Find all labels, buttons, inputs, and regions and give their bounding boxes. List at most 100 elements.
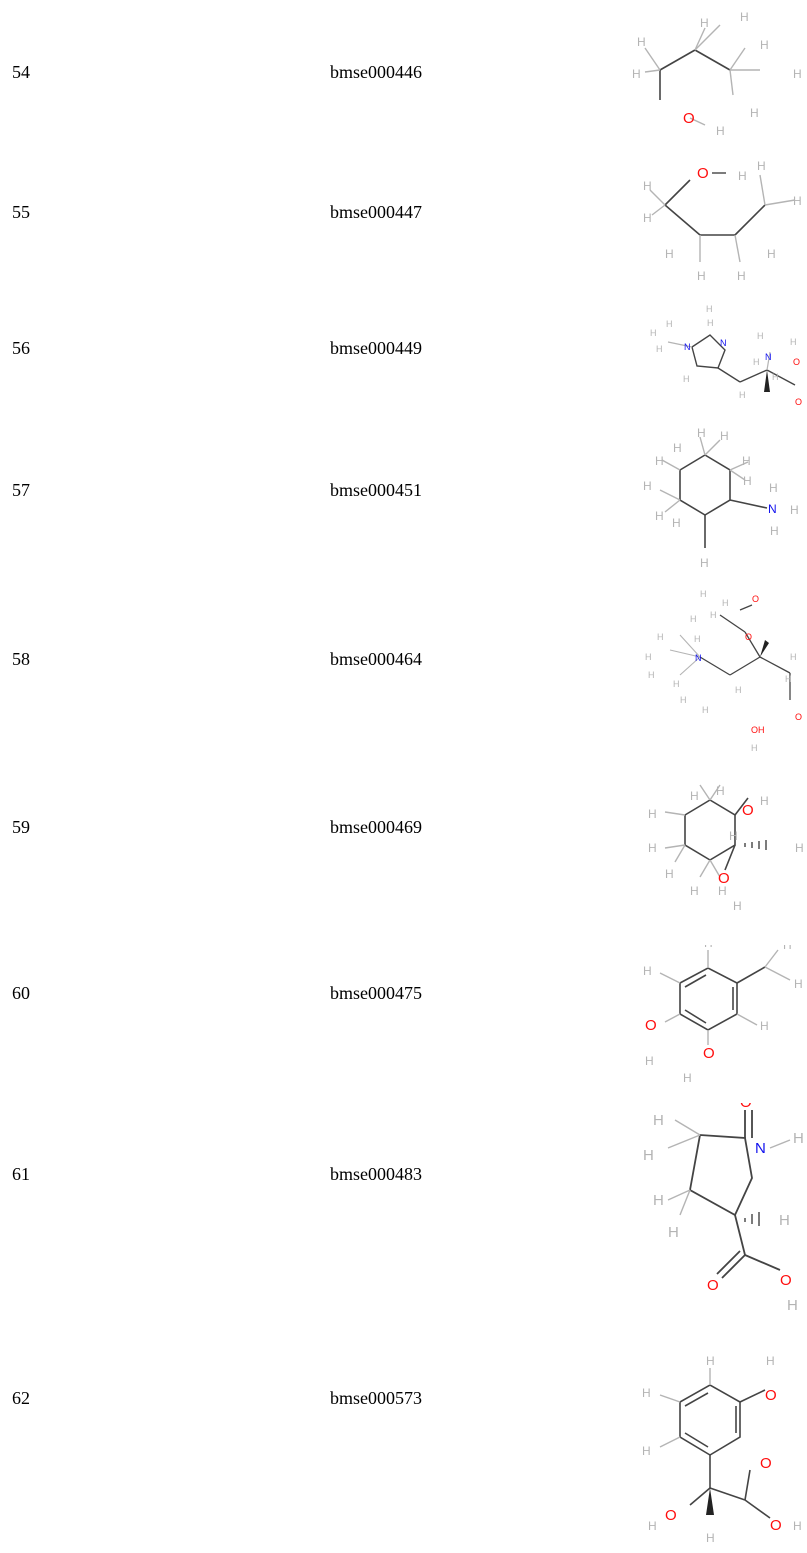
svg-text:O: O: [795, 712, 802, 722]
svg-text:H: H: [787, 1297, 798, 1313]
svg-text:H: H: [645, 652, 652, 662]
svg-text:H: H: [760, 1019, 769, 1033]
svg-text:O: O: [745, 632, 752, 642]
svg-text:H: H: [668, 1224, 679, 1241]
svg-text:H: H: [643, 1147, 654, 1164]
svg-text:H: H: [760, 794, 769, 808]
svg-text:H: H: [648, 807, 657, 821]
svg-text:H: H: [655, 454, 664, 468]
svg-text:H: H: [653, 1192, 664, 1209]
svg-text:H: H: [690, 614, 697, 624]
svg-text:H: H: [739, 390, 746, 400]
svg-text:H: H: [770, 524, 779, 538]
svg-text:H: H: [672, 516, 681, 530]
svg-text:H: H: [716, 124, 725, 138]
svg-text:H: H: [783, 945, 792, 952]
svg-text:H: H: [665, 867, 674, 881]
svg-text:O: O: [707, 1277, 719, 1294]
svg-text:H: H: [795, 841, 804, 855]
svg-text:H: H: [657, 632, 664, 642]
svg-text:N: N: [768, 502, 777, 516]
svg-text:H: H: [643, 964, 652, 978]
svg-text:H: H: [637, 35, 646, 49]
svg-text:H: H: [790, 652, 797, 662]
svg-text:H: H: [700, 556, 709, 570]
svg-text:OH: OH: [751, 725, 765, 735]
svg-text:H: H: [738, 169, 747, 183]
table-row: 62 bmse000573: [0, 1318, 807, 1553]
svg-text:H: H: [643, 479, 652, 493]
svg-text:H: H: [642, 1386, 651, 1400]
svg-text:H: H: [655, 509, 664, 523]
compound-id: bmse000483: [330, 1164, 422, 1184]
svg-text:H: H: [785, 674, 792, 684]
svg-text:H: H: [645, 1054, 654, 1068]
svg-text:H: H: [700, 16, 709, 30]
svg-text:H: H: [704, 945, 713, 950]
svg-text:H: H: [793, 1519, 802, 1533]
svg-text:N: N: [755, 1140, 766, 1157]
row-index: 59: [12, 817, 30, 837]
svg-text:O: O: [703, 1045, 715, 1062]
svg-text:H: H: [706, 1354, 715, 1368]
svg-text:H: H: [794, 977, 803, 991]
svg-text:H: H: [697, 426, 706, 440]
svg-text:H: H: [760, 38, 769, 52]
svg-text:H: H: [707, 318, 714, 328]
svg-text:O: O: [697, 165, 709, 182]
svg-text:H: H: [772, 372, 779, 382]
svg-text:H: H: [718, 884, 727, 898]
svg-text:H: H: [790, 503, 799, 517]
svg-text:H: H: [650, 328, 657, 338]
svg-text:O: O: [795, 397, 802, 407]
svg-text:O: O: [760, 1455, 772, 1472]
svg-text:H: H: [694, 634, 701, 644]
compound-id: bmse000464: [330, 649, 422, 669]
svg-text:O: O: [683, 110, 695, 127]
svg-text:H: H: [643, 211, 652, 225]
compound-id: bmse000449: [330, 338, 422, 358]
svg-text:O: O: [765, 1387, 777, 1404]
svg-text:O: O: [780, 1272, 792, 1289]
molecule-structure: H H H H H H H O O: [630, 945, 807, 1090]
svg-text:H: H: [648, 1519, 657, 1533]
svg-text:H: H: [680, 695, 687, 705]
svg-text:H: H: [735, 685, 742, 695]
svg-text:H: H: [642, 1444, 651, 1458]
svg-text:O: O: [645, 1017, 657, 1034]
svg-text:H: H: [720, 429, 729, 443]
svg-text:H: H: [757, 159, 766, 173]
svg-text:H: H: [793, 1130, 804, 1147]
compound-id: bmse000447: [330, 202, 422, 222]
svg-text:H: H: [737, 269, 746, 283]
row-index: 60: [12, 983, 30, 1003]
compound-id: bmse000573: [330, 1388, 422, 1408]
svg-text:H: H: [751, 743, 758, 753]
svg-text:O: O: [793, 357, 800, 367]
svg-text:H: H: [779, 1212, 790, 1229]
svg-text:H: H: [673, 441, 682, 455]
svg-text:H: H: [757, 331, 764, 341]
row-index: 55: [12, 202, 30, 222]
svg-text:N: N: [720, 338, 727, 348]
svg-text:H: H: [690, 884, 699, 898]
svg-text:H: H: [740, 10, 749, 24]
svg-text:H: H: [769, 481, 778, 495]
compound-id: bmse000469: [330, 817, 422, 837]
svg-text:H: H: [706, 1531, 715, 1545]
svg-text:H: H: [683, 1071, 692, 1085]
svg-text:H: H: [790, 337, 797, 347]
svg-text:H: H: [673, 679, 680, 689]
svg-text:H: H: [733, 899, 742, 913]
svg-text:H: H: [710, 610, 717, 620]
svg-text:O: O: [770, 1517, 782, 1534]
table-row: 60 bmse000475: [0, 940, 807, 1098]
svg-text:H: H: [729, 829, 738, 843]
